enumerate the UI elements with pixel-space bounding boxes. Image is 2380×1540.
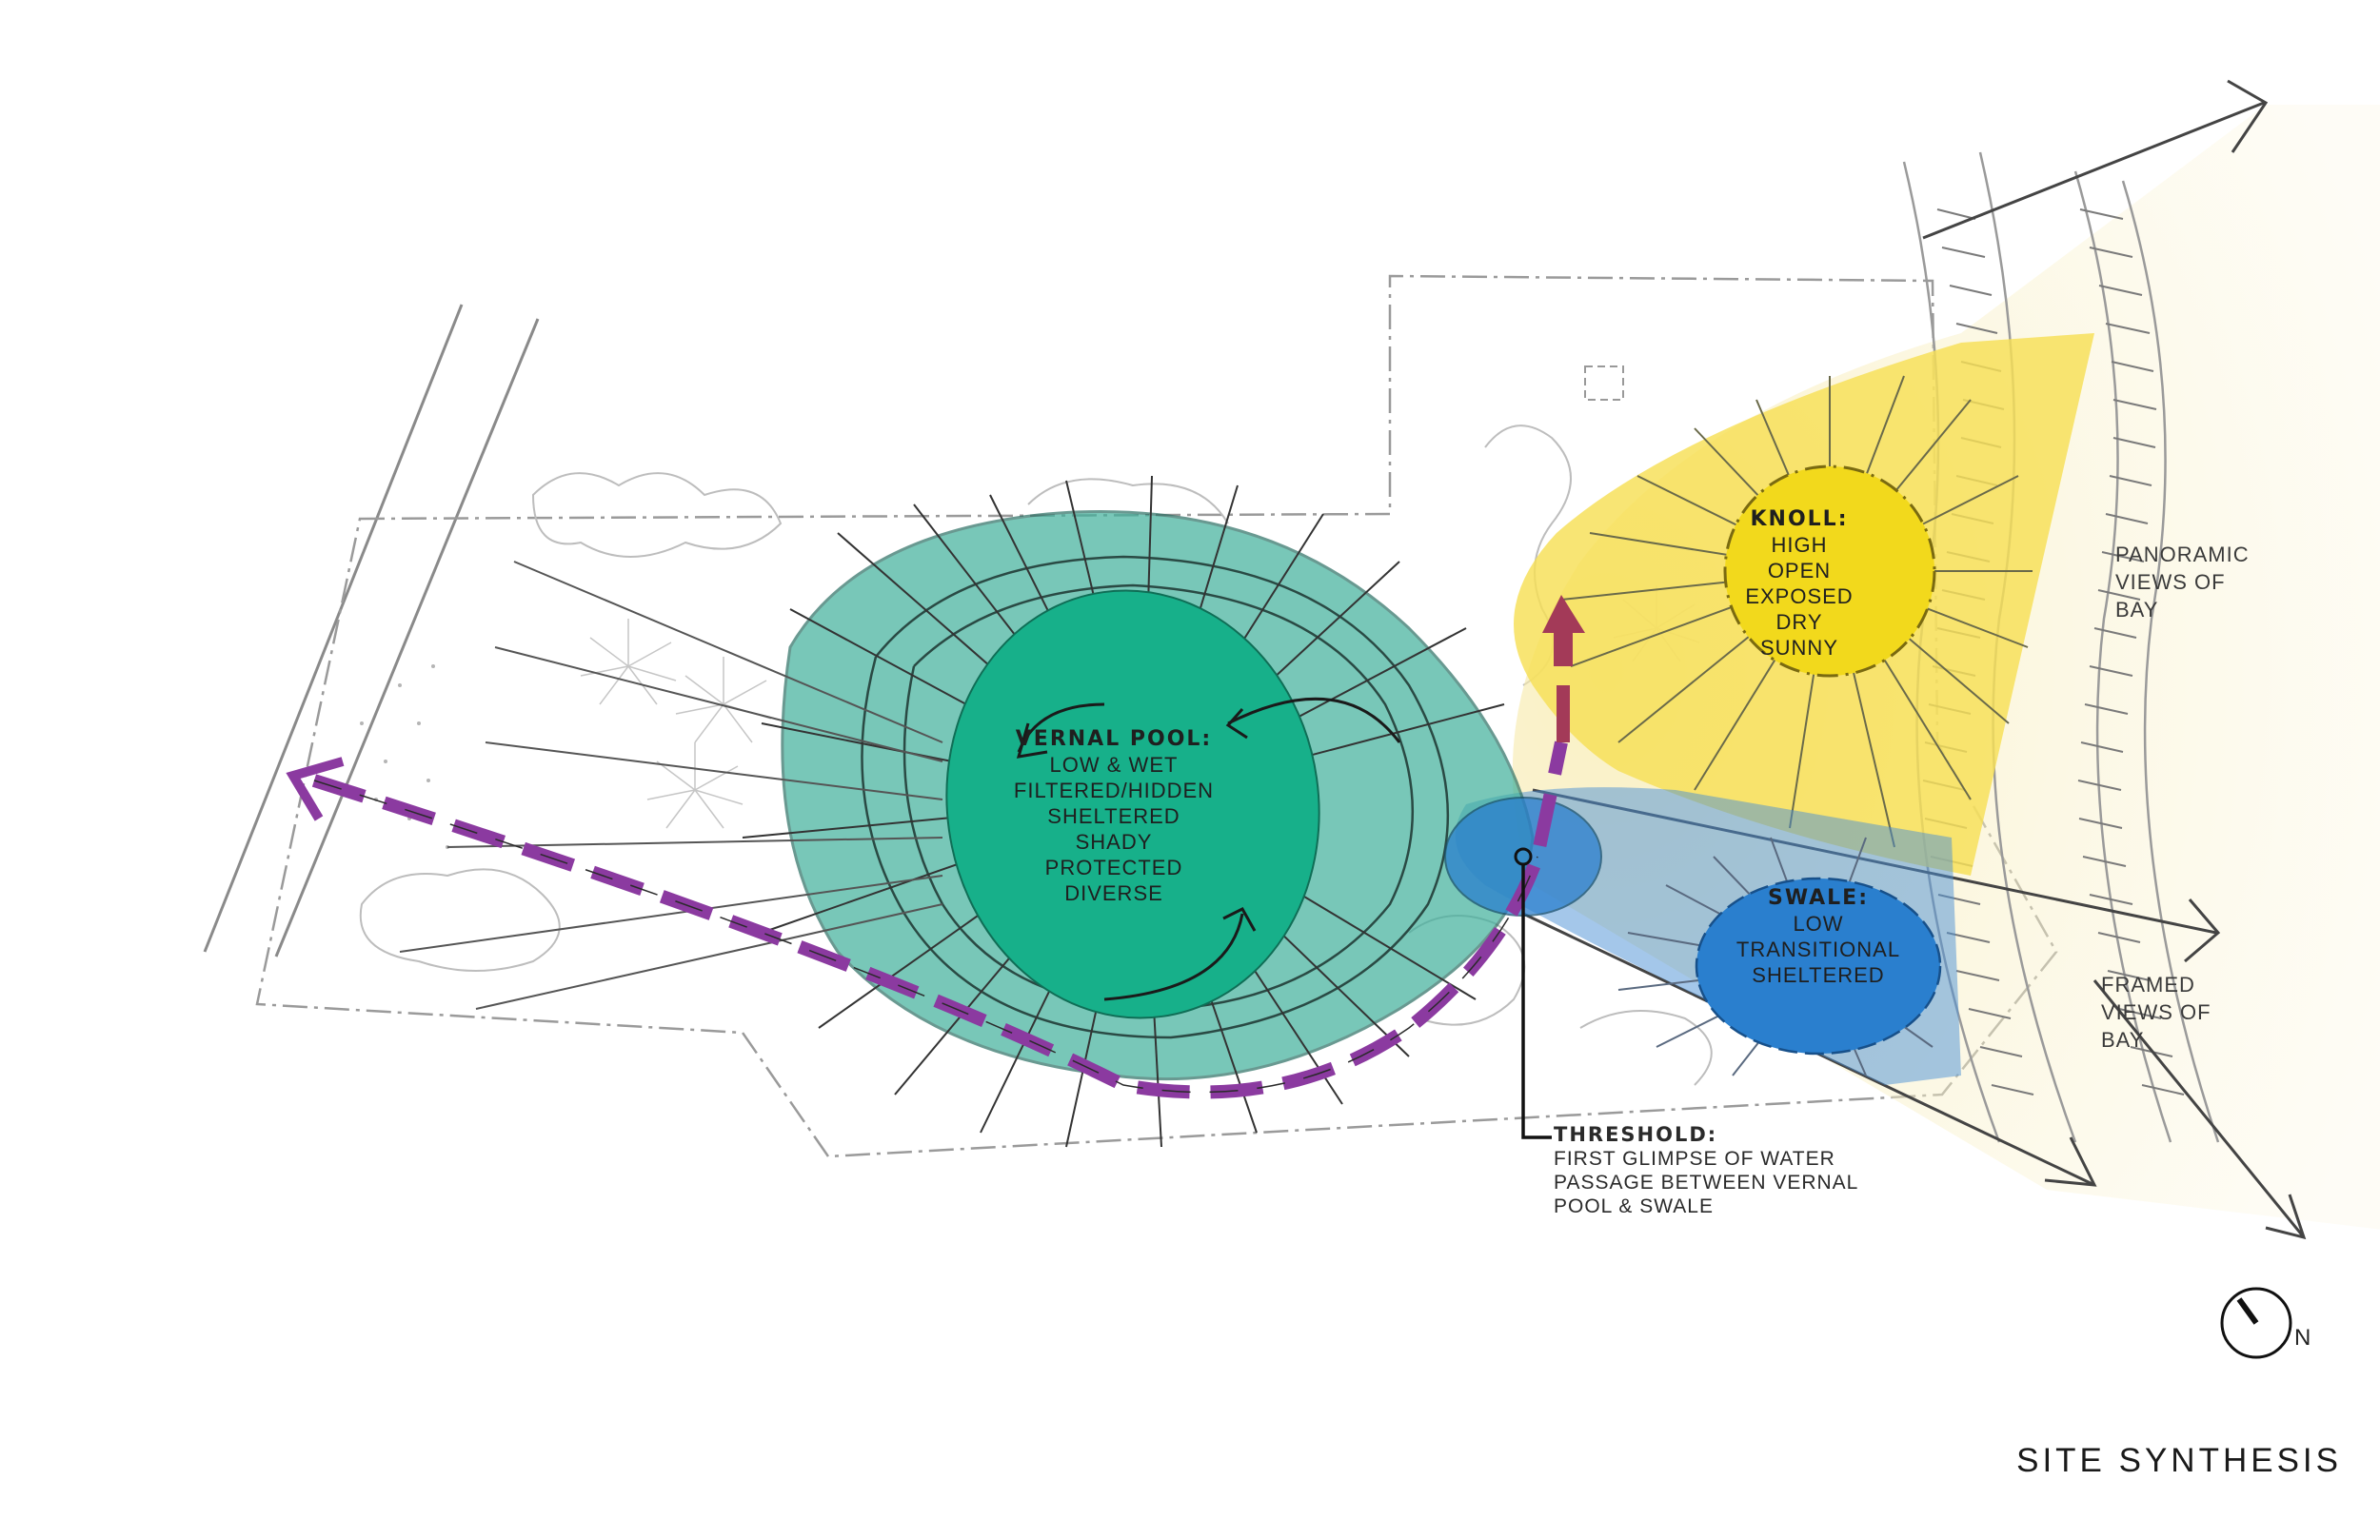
small-structure <box>1584 365 1624 401</box>
swale-line: SHELTERED <box>1752 963 1885 987</box>
framed-line: BAY <box>2101 1028 2145 1052</box>
knoll-line: SUNNY <box>1759 636 1838 660</box>
threshold-line: POOL & SWALE <box>1554 1195 1714 1217</box>
panoramic-line: PANORAMIC <box>2115 543 2250 566</box>
swale-label: SWALE: LOW TRANSITIONAL SHELTERED <box>1704 885 1933 988</box>
north-arrow-circle <box>2220 1287 2292 1359</box>
vernal-pool-label: VERNAL POOL: LOW & WET FILTERED/HIDDEN S… <box>952 726 1276 906</box>
vernal-pool-line: DIVERSE <box>1064 881 1163 905</box>
swale-title: SWALE: <box>1768 886 1869 910</box>
threshold-line: PASSAGE BETWEEN VERNAL <box>1554 1172 1859 1194</box>
knoll-label: KNOLL: HIGH OPEN EXPOSED DRY SUNNY <box>1676 506 1923 661</box>
panoramic-line: VIEWS OF <box>2115 570 2226 594</box>
threshold-line: FIRST GLIMPSE OF WATER <box>1554 1148 1835 1170</box>
threshold-leader <box>1521 864 1552 1139</box>
knoll-title: KNOLL: <box>1750 507 1849 531</box>
vernal-pool-long-rays <box>399 561 943 1010</box>
swale-line: TRANSITIONAL <box>1735 938 1901 961</box>
panoramic-views-label: PANORAMIC VIEWS OF BAY <box>2115 541 2306 623</box>
knoll-line: HIGH <box>1771 533 1828 557</box>
vernal-pool-line: SHELTERED <box>1047 804 1180 828</box>
path-arrow-north <box>1542 595 1585 666</box>
vernal-pool-title: VERNAL POOL: <box>1015 727 1213 751</box>
path-arrow-west <box>286 757 345 821</box>
vernal-pool-line: FILTERED/HIDDEN <box>1013 779 1215 802</box>
swale-zone <box>1695 877 1942 1056</box>
circulation-path-center <box>313 780 1538 1094</box>
stipple <box>360 664 449 849</box>
threshold-title: THRESHOLD: <box>1554 1123 1718 1146</box>
framed-views-label: FRAMED VIEWS OF BAY <box>2101 971 2291 1054</box>
road-lines <box>203 304 540 958</box>
knoll-line: EXPOSED <box>1745 584 1854 608</box>
page-title: SITE SYNTHESIS <box>2016 1442 2342 1479</box>
knoll-zone <box>1723 464 1936 678</box>
framed-line: FRAMED <box>2101 973 2195 997</box>
north-label: N <box>2294 1325 2311 1351</box>
vernal-pool-line: PROTECTED <box>1044 856 1183 879</box>
swale-line: LOW <box>1793 912 1844 936</box>
vernal-pool-zone <box>945 589 1320 1019</box>
framed-line: VIEWS OF <box>2101 1000 2211 1024</box>
north-arrow-needle <box>2236 1297 2259 1325</box>
vernal-pool-line: SHADY <box>1075 830 1153 854</box>
threshold-label: THRESHOLD: FIRST GLIMPSE OF WATER PASSAG… <box>1554 1123 1954 1218</box>
knoll-line: DRY <box>1775 610 1823 634</box>
vernal-pool-line: LOW & WET <box>1049 753 1179 777</box>
knoll-line: OPEN <box>1767 559 1832 582</box>
vernal-pool-swirl-arrows <box>1016 697 1401 1001</box>
panoramic-line: BAY <box>2115 598 2159 622</box>
